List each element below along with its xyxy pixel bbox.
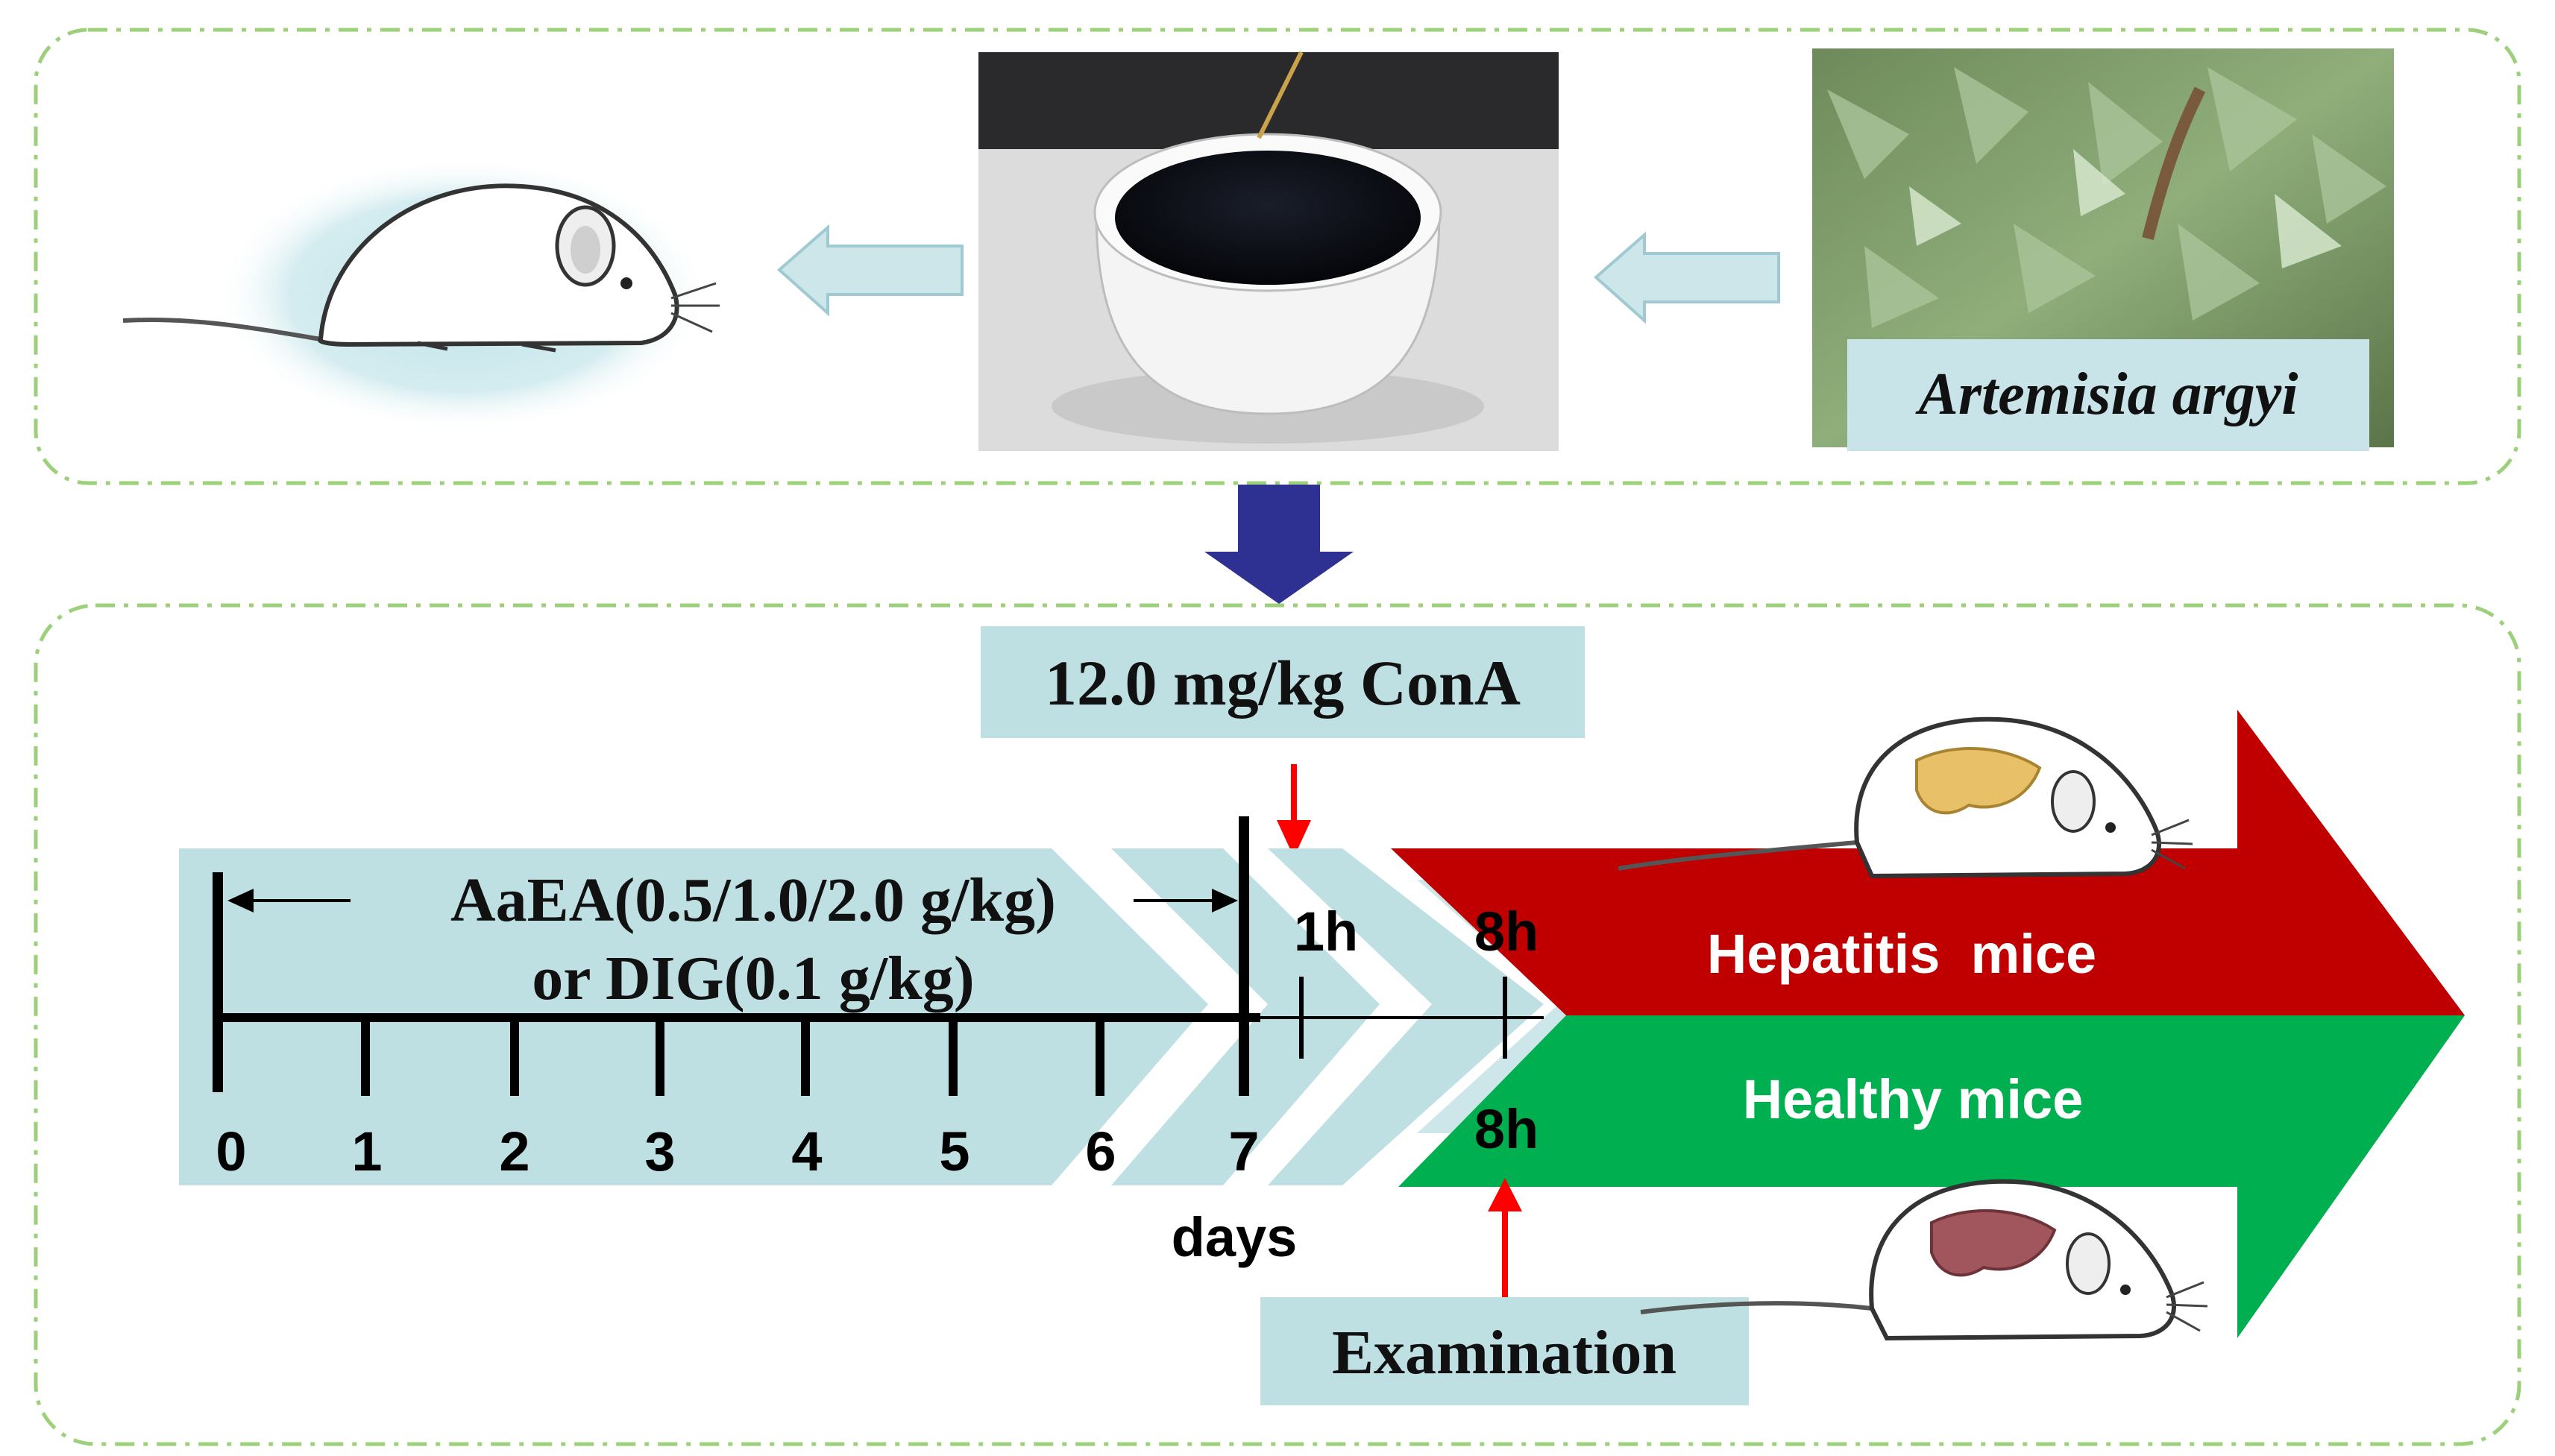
tick-label: 7 [1228,1121,1259,1182]
mouse-icon [122,157,720,432]
axis-unit-label: days [1172,1206,1298,1268]
plant-label-box [1847,339,2369,451]
timeline-axis [213,816,1544,1096]
tick-label: 2 [499,1121,529,1182]
hepatitis-mouse-icon [1618,716,2193,879]
tick-label: 3 [644,1121,675,1182]
red-marker-down [1277,764,1311,857]
healthy-label: Healthy mice [1743,1068,2084,1130]
time-1h-label: 1h [1294,901,1358,962]
tick-label: 6 [1085,1121,1116,1182]
tick-label: 5 [939,1121,969,1182]
healthy-band [1398,1015,2465,1338]
tick-label: 4 [791,1121,822,1182]
plant-label: Artemisia argyi [1915,362,2298,427]
arrow-left-icon [776,224,964,317]
tick-label: 0 [216,1121,246,1182]
liver-icon [1930,1208,2057,1277]
healthy-mouse-icon [1640,1179,2208,1341]
time-8h-top-label: 8h [1474,901,1539,962]
dose-label: 12.0 mg/kg ConA [1045,647,1521,719]
hepatitis-label: Hepatitis mice [1707,923,2096,985]
tick-label: 1 [351,1121,382,1182]
arrow-down-icon [1204,485,1354,604]
arrow-left-icon [1593,231,1780,324]
liver-icon [1915,746,2042,815]
examination-box [1260,1297,1749,1405]
treatment-line-1: AaEA(0.5/1.0/2.0 g/kg) [450,866,1056,935]
time-8h-bottom-label: 8h [1474,1098,1539,1160]
treatment-line-2: or DIG(0.1 g/kg) [532,944,974,1013]
red-marker-up [1488,1178,1522,1301]
top-panel-border [34,28,2521,485]
bottom-panel-border [34,603,2521,1446]
plant-photo [1812,48,2394,451]
dose-box [981,626,1585,738]
examination-label: Examination [1332,1318,1676,1387]
bowl-photo [978,51,1559,451]
